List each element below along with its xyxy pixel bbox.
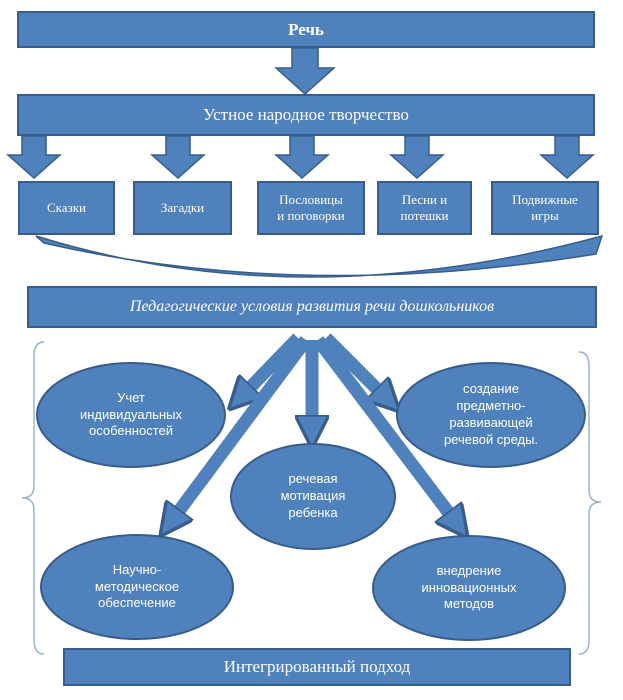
- integrated-approach-label: Интегрированный подход: [223, 657, 411, 677]
- condition-label: Учет индивидуальных особенностей: [79, 389, 182, 439]
- condition-label: Научно- методическое обеспечение: [94, 561, 180, 611]
- conditions-label: Педагогические условия развития речи дош…: [129, 298, 495, 315]
- left-bracket: [21, 341, 45, 655]
- condition-label: речевая мотивация ребенка: [280, 471, 346, 520]
- genre-box-songs: Песни и потешки: [377, 181, 472, 235]
- speech-label: Речь: [288, 19, 324, 39]
- condition-methodology: Научно- методическое обеспечение: [40, 534, 234, 640]
- condition-individual: Учет индивидуальных особенностей: [36, 362, 226, 468]
- arrow-speech-to-folk: [274, 47, 336, 96]
- arrow-folk-to-riddles: [150, 135, 206, 180]
- right-bracket: [578, 351, 602, 655]
- condition-innovation: внедрение инновационных методов: [372, 535, 566, 641]
- genre-box-proverbs: Пословицы и поговорки: [257, 181, 365, 235]
- condition-label: внедрение инновационных методов: [421, 562, 517, 612]
- arrow-to-individual: [240, 333, 303, 398]
- arrow-to-methodology: [170, 336, 312, 523]
- condition-motivation: речевая мотивация ребенка: [230, 443, 396, 550]
- genre-label: Загадки: [160, 199, 205, 215]
- arrow-folk-to-proverbs: [274, 135, 330, 180]
- curved-arrow-genres-to-conditions: [35, 234, 604, 278]
- genre-label: Подвижные игры: [512, 191, 578, 223]
- folk-art-box: Устное народное творчество: [17, 94, 595, 136]
- genre-label: Сказки: [47, 199, 86, 215]
- genre-label: Пословицы и поговорки: [277, 191, 345, 223]
- folk-art-label: Устное народное творчество: [203, 105, 409, 125]
- condition-environment: создание предметно- развивающей речевой …: [396, 362, 586, 468]
- condition-label: создание предметно- развивающей речевой …: [443, 381, 539, 447]
- speech-box: Речь: [17, 11, 595, 48]
- genre-box-games: Подвижные игры: [491, 181, 599, 235]
- genre-box-riddles: Загадки: [133, 181, 232, 235]
- genre-label: Песни и потешки: [400, 191, 449, 223]
- genre-box-tales: Сказки: [18, 181, 115, 235]
- arrow-to-innovation: [312, 336, 458, 525]
- integrated-approach-box: Интегрированный подход: [63, 648, 571, 686]
- arrow-folk-to-songs: [389, 135, 445, 180]
- arrow-folk-to-tales: [6, 135, 62, 180]
- conditions-box: Педагогические условия развития речи дош…: [27, 286, 597, 328]
- arrow-to-environment: [321, 333, 388, 400]
- arrow-folk-to-games: [539, 135, 595, 180]
